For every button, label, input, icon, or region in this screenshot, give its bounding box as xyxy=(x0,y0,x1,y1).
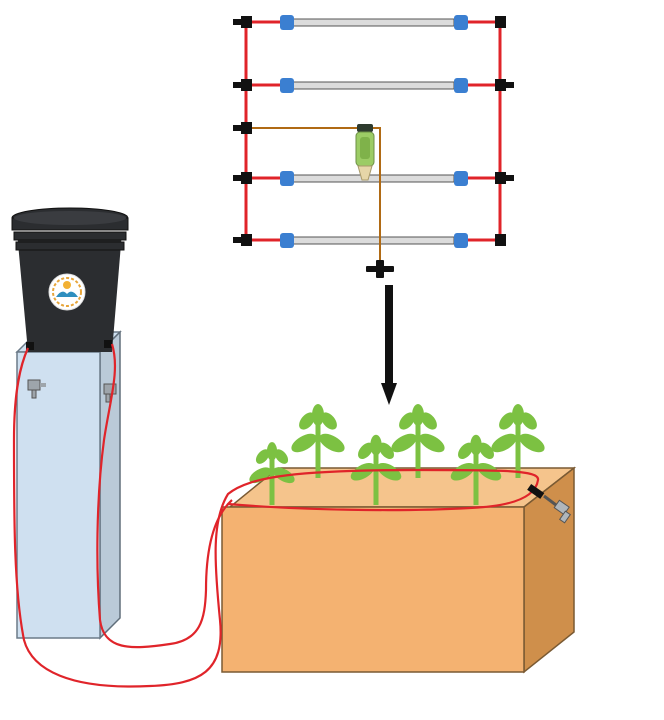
connector xyxy=(454,171,468,186)
connector xyxy=(280,233,294,248)
plant xyxy=(249,442,295,505)
plant xyxy=(391,404,445,478)
connector xyxy=(280,78,294,93)
bucket-stand xyxy=(15,330,122,640)
down-arrow xyxy=(381,285,397,405)
manifold-row xyxy=(246,233,500,248)
manifold-row xyxy=(246,15,500,30)
plants xyxy=(249,404,545,505)
plant xyxy=(291,404,345,478)
plant xyxy=(450,434,502,505)
tee-fittings xyxy=(233,16,514,246)
spigot-right xyxy=(103,383,117,403)
inline-filter xyxy=(355,124,375,181)
drip-valve xyxy=(527,483,572,524)
spigot-left xyxy=(27,379,46,399)
connector xyxy=(280,15,294,30)
manifold-row xyxy=(246,78,500,93)
drip-manifold xyxy=(233,15,514,278)
connector xyxy=(454,233,468,248)
feed-tube xyxy=(252,127,381,266)
water-bucket xyxy=(11,207,129,352)
bottom-tee-fitting xyxy=(366,260,394,278)
connector xyxy=(454,15,468,30)
red-tubing xyxy=(12,343,540,688)
bucket-logo xyxy=(48,273,86,311)
manifold-row xyxy=(246,171,500,186)
plant xyxy=(350,434,402,505)
connector xyxy=(454,78,468,93)
plant xyxy=(491,404,545,478)
connector xyxy=(280,171,294,186)
